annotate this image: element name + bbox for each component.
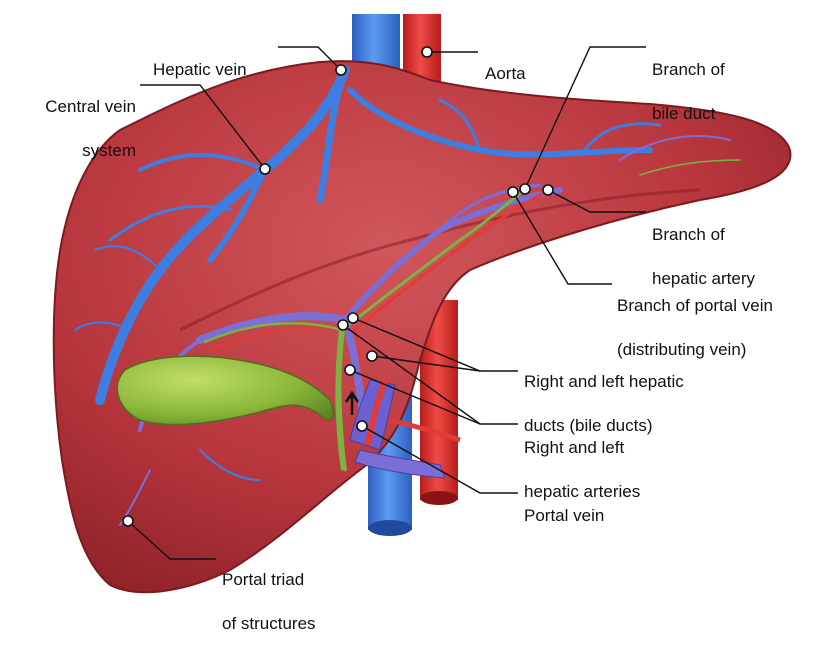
label-aorta: Aorta	[485, 41, 526, 107]
label-portal-vein-branch: Branch of portal vein (distributing vein…	[617, 273, 773, 383]
dot-aorta	[421, 46, 433, 58]
dot-bile-duct	[519, 183, 531, 195]
leader-lines	[127, 46, 646, 560]
label-hepatic-arteries-line1: Right and left	[524, 438, 625, 457]
liver-fold	[179, 188, 701, 332]
label-portal-triad: Portal triad of structures	[222, 547, 316, 657]
label-hepatic-ducts-line1: Right and left hepatic	[524, 372, 684, 391]
hepatic-artery-branch	[389, 417, 461, 443]
dot-hepatic-duct-1	[347, 312, 359, 324]
label-bile-duct-line1: Branch of	[652, 60, 725, 79]
label-portal-branch-line2: (distributing vein)	[617, 340, 747, 359]
label-portal-triad-line1: Portal triad	[222, 570, 305, 589]
label-central-vein-line2: system	[82, 141, 136, 160]
portal-vein-lower	[354, 449, 446, 479]
dot-central-vein	[259, 163, 271, 175]
label-central-vein: Central vein system	[12, 74, 136, 184]
label-hepatic-arteries: Right and left hepatic arteries	[524, 415, 640, 525]
label-aorta-text: Aorta	[485, 64, 526, 83]
hepatic-artery-trunk	[365, 379, 388, 446]
dot-hepatic-duct-2	[366, 350, 378, 362]
flow-arrow-icon	[344, 390, 360, 415]
label-central-vein-line1: Central vein	[45, 97, 136, 116]
dot-portal-triad	[122, 515, 134, 527]
label-hepatic-vein: Hepatic vein	[153, 37, 247, 103]
pointer-dots	[122, 46, 554, 527]
dot-hepatic-artery	[542, 184, 554, 196]
label-hepatic-ducts: Right and left hepatic ducts (bile ducts…	[524, 349, 684, 459]
label-hepatic-artery-line2: hepatic artery	[652, 269, 755, 288]
label-hepatic-ducts-line2: ducts (bile ducts)	[524, 416, 653, 435]
label-hepatic-vein-text: Hepatic vein	[153, 60, 247, 79]
dot-hepatic-artery-1	[337, 319, 349, 331]
label-hepatic-artery-line1: Branch of	[652, 225, 725, 244]
label-hepatic-artery-branch: Branch of hepatic artery	[652, 202, 755, 312]
dot-portal-branch	[507, 186, 519, 198]
label-bile-duct-branch: Branch of bile duct	[652, 37, 725, 147]
liver-diagram	[52, 14, 792, 594]
common-bile-duct	[335, 329, 347, 471]
liver-anatomy-figure: Hepatic vein Aorta Central vein system B…	[12, 14, 792, 633]
label-hepatic-arteries-line2: hepatic arteries	[524, 482, 641, 501]
label-portal-triad-line2: of structures	[222, 614, 316, 633]
dot-portal-vein	[356, 420, 368, 432]
label-bile-duct-line2: bile duct	[652, 104, 716, 123]
label-portal-branch-line1: Branch of portal vein	[617, 296, 773, 315]
dot-hepatic-artery-2	[344, 364, 356, 376]
label-portal-vein: Portal vein	[524, 483, 604, 549]
gallbladder	[116, 355, 334, 426]
dot-hepatic-vein	[335, 64, 347, 76]
label-portal-vein-text: Portal vein	[524, 506, 605, 525]
